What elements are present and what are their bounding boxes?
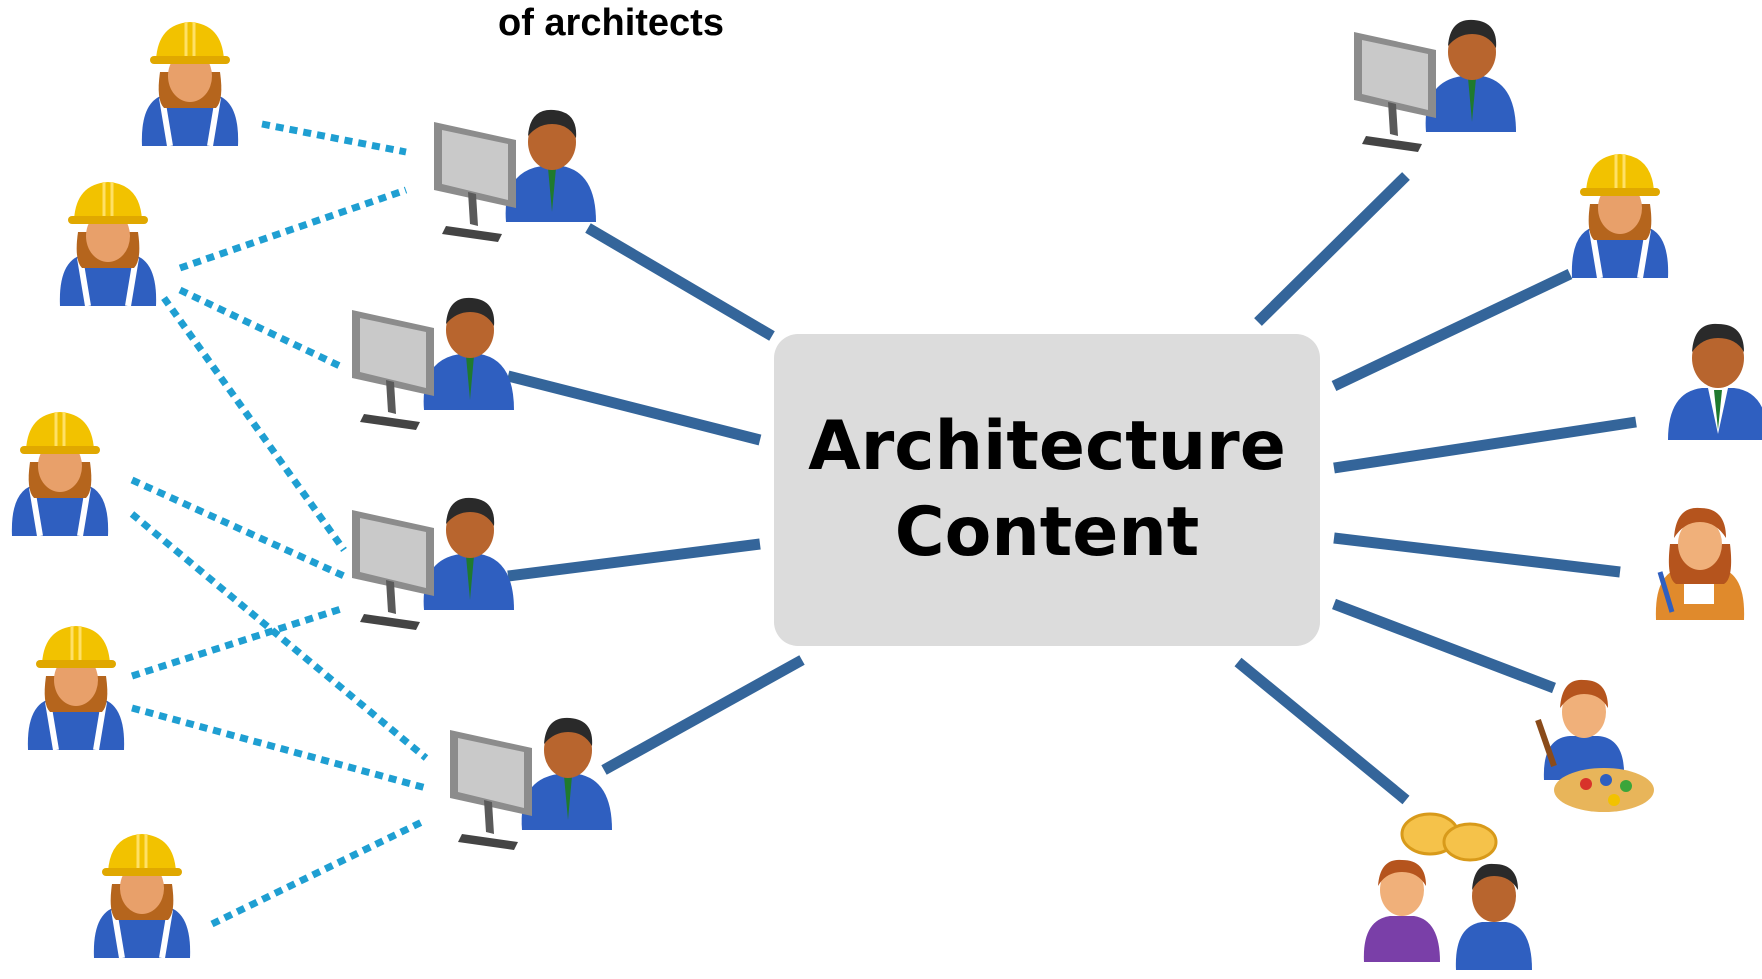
conversation-icon (1362, 812, 1534, 972)
solid-link (585, 223, 775, 341)
dotted-link (261, 120, 407, 156)
business-person-icon (1668, 323, 1762, 440)
dotted-link (178, 286, 346, 372)
dotted-link (161, 295, 347, 553)
hub-title-line-1: Architecture (808, 407, 1286, 486)
solid-link (506, 370, 762, 446)
solid-link (1333, 532, 1621, 578)
construction-worker-icon (94, 834, 190, 958)
caption-of-architects: of architects (498, 2, 724, 44)
dotted-link (178, 186, 408, 272)
architect-at-computer-icon (352, 297, 514, 430)
dotted-link (129, 511, 429, 761)
solid-link (1254, 172, 1410, 326)
architect-at-computer-icon (434, 109, 596, 242)
solid-link (1331, 269, 1573, 391)
architect-at-computer-icon (1354, 19, 1516, 152)
painter-icon (1538, 680, 1654, 812)
construction-worker-icon (1572, 154, 1668, 278)
solid-link (1234, 657, 1410, 805)
solid-links (506, 172, 1637, 805)
solid-link (1333, 416, 1637, 474)
dotted-link (130, 476, 346, 580)
construction-worker-icon (28, 626, 124, 750)
dotted-link (210, 816, 428, 928)
architect-at-computer-icon (352, 497, 514, 630)
construction-worker-icon (12, 412, 108, 536)
solid-link (601, 655, 805, 775)
writer-icon (1656, 508, 1744, 620)
hub-title-line-2: Content (894, 493, 1200, 572)
dotted-link (131, 704, 427, 792)
solid-link (1332, 598, 1556, 694)
dotted-links (129, 120, 429, 928)
architect-at-computer-icon (450, 717, 612, 850)
architecture-content-hub: Architecture Content (774, 334, 1320, 646)
dotted-link (130, 604, 346, 680)
construction-worker-icon (60, 182, 156, 306)
solid-link (507, 538, 761, 582)
construction-worker-icon (142, 22, 238, 146)
